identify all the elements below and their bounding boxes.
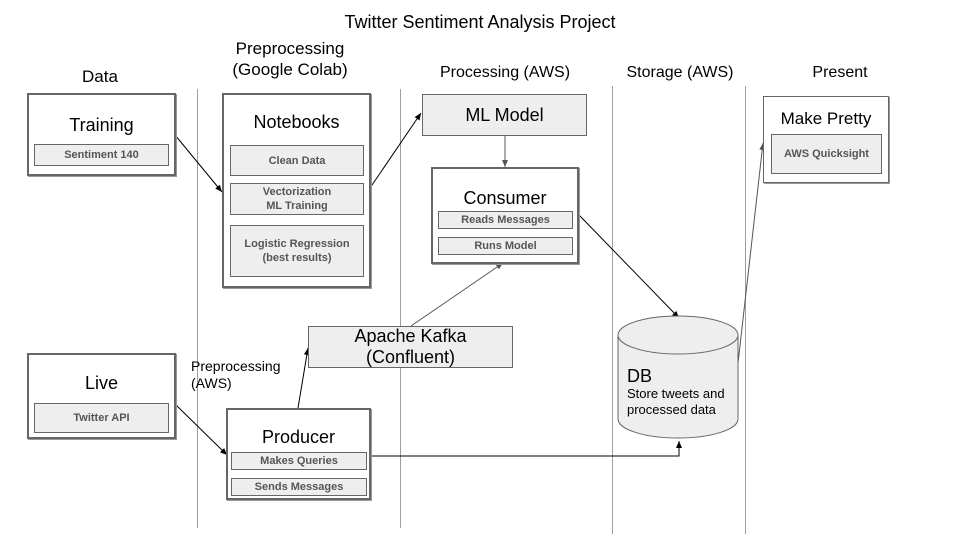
notebooks-item-logistic-regression-line1: Logistic Regression bbox=[244, 238, 350, 250]
notebooks-item-vectorization-line2: ML Training bbox=[266, 200, 328, 212]
db-cylinder-top bbox=[617, 315, 739, 355]
db-description: Store tweets and processed data bbox=[627, 386, 725, 418]
db-cylinder bbox=[617, 315, 739, 439]
kafka-box: Apache Kafka (Confluent) bbox=[308, 326, 513, 368]
column-divider bbox=[197, 89, 198, 528]
ml-model-box: ML Model bbox=[422, 94, 587, 136]
db-cylinder-body bbox=[617, 335, 739, 439]
producer-box: Producer Makes Queries Sends Messages bbox=[226, 408, 371, 500]
column-divider bbox=[745, 86, 746, 534]
arrow-notebooks-to-ml-model bbox=[369, 112, 422, 189]
live-item-twitter-api: Twitter API bbox=[34, 403, 169, 433]
producer-title: Producer bbox=[261, 427, 336, 447]
make-pretty-box: Make Pretty AWS Quicksight bbox=[763, 96, 889, 183]
consumer-item-reads-messages: Reads Messages bbox=[438, 211, 573, 229]
preprocessing-aws-label: Preprocessing (AWS) bbox=[191, 358, 281, 392]
notebooks-title: Notebooks bbox=[253, 112, 340, 132]
column-header-preprocessing: Preprocessing (Google Colab) bbox=[215, 38, 365, 80]
column-header-present: Present bbox=[812, 64, 868, 81]
column-header-preprocessing-line1: Preprocessing bbox=[235, 39, 345, 58]
arrow-consumer-to-db bbox=[578, 214, 680, 319]
arrow-live-to-producer bbox=[174, 403, 228, 456]
preprocessing-aws-line2: (AWS) bbox=[191, 375, 232, 391]
live-title: Live bbox=[84, 373, 119, 393]
training-item-sentiment140: Sentiment 140 bbox=[34, 144, 169, 166]
make-pretty-title: Make Pretty bbox=[780, 109, 872, 128]
column-divider bbox=[612, 86, 613, 534]
column-header-preprocessing-line2: (Google Colab) bbox=[232, 60, 348, 79]
consumer-box: Consumer Reads Messages Runs Model bbox=[431, 167, 579, 264]
notebooks-item-vectorization: Vectorization ML Training bbox=[230, 183, 364, 215]
training-title: Training bbox=[69, 115, 134, 135]
producer-item-makes-queries: Makes Queries bbox=[231, 452, 367, 470]
notebooks-item-clean-data: Clean Data bbox=[230, 145, 364, 176]
make-pretty-item-aws-quicksight: AWS Quicksight bbox=[771, 134, 882, 174]
notebooks-item-vectorization-line1: Vectorization bbox=[262, 186, 332, 198]
db-description-line2: processed data bbox=[627, 402, 716, 417]
consumer-item-runs-model: Runs Model bbox=[438, 237, 573, 255]
training-box: Training Sentiment 140 bbox=[27, 93, 176, 176]
db-title: DB bbox=[627, 366, 653, 386]
column-header-data: Data bbox=[82, 67, 118, 86]
live-box: Live Twitter API bbox=[27, 353, 176, 439]
arrow-producer-to-db bbox=[370, 441, 682, 457]
db-description-line1: Store tweets and bbox=[627, 386, 725, 401]
arrow-producer-to-kafka bbox=[297, 347, 310, 409]
arrow-training-to-notebooks bbox=[174, 134, 223, 193]
arrow-db-to-make-pretty bbox=[736, 142, 766, 373]
kafka-line2: (Confluent) bbox=[365, 347, 456, 367]
notebooks-item-logistic-regression: Logistic Regression (best results) bbox=[230, 225, 364, 277]
diagram-title: Twitter Sentiment Analysis Project bbox=[344, 12, 616, 32]
column-header-storage: Storage (AWS) bbox=[626, 64, 734, 81]
consumer-title: Consumer bbox=[463, 188, 547, 208]
producer-item-sends-messages: Sends Messages bbox=[231, 478, 367, 496]
kafka-line1: Apache Kafka bbox=[354, 326, 467, 346]
column-header-processing: Processing (AWS) bbox=[439, 64, 571, 81]
notebooks-item-logistic-regression-line2: (best results) bbox=[262, 252, 332, 264]
notebooks-box: Notebooks Clean Data Vectorization ML Tr… bbox=[222, 93, 371, 288]
arrow-kafka-to-consumer bbox=[410, 262, 504, 327]
preprocessing-aws-line1: Preprocessing bbox=[191, 358, 281, 374]
column-divider bbox=[400, 89, 401, 528]
